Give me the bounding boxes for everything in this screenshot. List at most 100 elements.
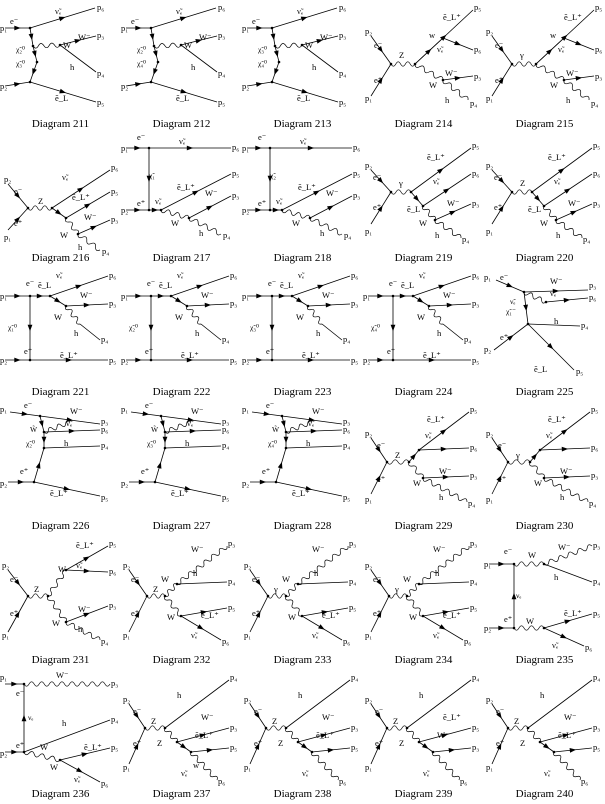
label-e2: e⁺ bbox=[254, 738, 262, 748]
line-in-1-arrow bbox=[377, 177, 384, 184]
boson-w bbox=[153, 42, 182, 49]
label-a: h bbox=[298, 690, 303, 700]
label-e1: e⁻ bbox=[131, 16, 139, 26]
label-d: h bbox=[70, 62, 75, 72]
label-prop2: χ̃₄⁰ bbox=[137, 59, 146, 68]
line-out-b bbox=[418, 581, 470, 585]
line-mid-arrow bbox=[410, 453, 417, 460]
mom-3: p₅ bbox=[472, 722, 479, 732]
line-out-h bbox=[321, 323, 343, 341]
mom-3: p₆ bbox=[595, 44, 602, 54]
boson-out-a bbox=[176, 545, 228, 585]
label-e1: e⁻ bbox=[377, 440, 385, 450]
line-in-2-arrow bbox=[375, 743, 381, 750]
mom-3: p₄ bbox=[228, 576, 235, 586]
mom-0: p₁ bbox=[242, 143, 249, 153]
mom-5: p₆ bbox=[101, 778, 108, 788]
line-in-1-arrow bbox=[256, 293, 263, 299]
mom-4: p₄ bbox=[343, 440, 350, 450]
label-boson: Z bbox=[151, 716, 156, 726]
line-mid-arrow bbox=[546, 48, 553, 55]
vertex-3 bbox=[554, 218, 558, 222]
mom-2: p₆ bbox=[111, 162, 118, 172]
vertex-0 bbox=[143, 726, 147, 730]
mom-4: p₅ bbox=[470, 602, 477, 612]
mom-0: p₁ bbox=[484, 272, 491, 282]
prop-1-arrow bbox=[28, 33, 34, 41]
mom-4: p₃ bbox=[111, 214, 118, 224]
line-out-d-arrow bbox=[449, 210, 456, 216]
boson-w bbox=[43, 420, 71, 434]
line-in-2-arrow bbox=[255, 207, 262, 213]
label-e1: e⁻ bbox=[133, 706, 141, 716]
label-boson: γ bbox=[515, 450, 520, 460]
label-a: h bbox=[419, 690, 424, 700]
boson-w2 bbox=[285, 595, 303, 617]
mom-1: p₂ bbox=[484, 623, 491, 633]
line-out-h bbox=[59, 44, 97, 73]
line-in-2-arrow bbox=[134, 207, 141, 213]
line-in-1-arrow bbox=[133, 712, 139, 719]
line-out-d-arrow bbox=[454, 76, 462, 81]
mom-5: p₅ bbox=[230, 355, 237, 365]
mom-3: p₃ bbox=[109, 298, 116, 308]
line-out-c-arrow bbox=[563, 474, 571, 480]
label-b: W bbox=[40, 742, 48, 752]
line-in-2-arrow bbox=[14, 216, 21, 223]
vertex-1 bbox=[149, 358, 153, 362]
mom-4: p₃ bbox=[109, 600, 116, 610]
line-out-a-arrow bbox=[300, 16, 308, 22]
line-out-b-arrow bbox=[313, 190, 320, 196]
vertex-2 bbox=[58, 758, 62, 762]
mom-1: p₁ bbox=[365, 226, 372, 236]
mom-1: p₁ bbox=[365, 494, 372, 504]
vertex-4 bbox=[179, 43, 183, 47]
label-e2: e⁺ bbox=[375, 738, 383, 748]
mom-1: p₁ bbox=[365, 93, 372, 103]
mom-1: p₁ bbox=[486, 93, 493, 103]
mom-2: p₅ bbox=[591, 404, 598, 414]
prop-1-arrow bbox=[269, 324, 275, 332]
label-d: W⁻ bbox=[445, 68, 458, 78]
line-out-a-arrow bbox=[83, 556, 90, 562]
label-boson2: Z bbox=[520, 738, 525, 748]
label-d: W bbox=[417, 312, 425, 322]
boson-out-d bbox=[553, 751, 581, 781]
label-c: h bbox=[554, 572, 559, 582]
line-out-a bbox=[406, 679, 472, 729]
label-c: W⁻ bbox=[80, 290, 93, 300]
label-e2: e⁺ bbox=[20, 466, 28, 476]
label-e1: e⁻ bbox=[16, 688, 24, 698]
prop-2-arrow bbox=[152, 50, 158, 58]
mom-2: p₆ bbox=[218, 2, 225, 12]
line-out-e-arrow bbox=[81, 752, 89, 758]
label-b: W⁻ bbox=[201, 712, 214, 722]
line-out-e-arrow bbox=[59, 88, 67, 94]
vertex-1 bbox=[147, 208, 151, 212]
label-b: h bbox=[193, 568, 198, 578]
mom-1: p₂ bbox=[242, 355, 249, 365]
line-in-1-arrow bbox=[21, 411, 29, 416]
boson-s bbox=[27, 205, 53, 211]
mom-2: p₅ bbox=[472, 140, 479, 150]
vertex-2 bbox=[284, 446, 288, 450]
label-e2: e⁺ bbox=[252, 608, 260, 618]
line-in-2-arrow bbox=[13, 82, 21, 87]
mom-4: p₅ bbox=[593, 742, 600, 752]
line-mid-arrow bbox=[413, 195, 420, 202]
label-b: ν̃ₑ bbox=[550, 288, 557, 298]
mom-5: p₅ bbox=[576, 366, 583, 376]
line-out-a-arrow bbox=[77, 187, 84, 193]
line-out-c-arrow bbox=[83, 302, 91, 308]
label-boson: γ bbox=[398, 178, 403, 188]
label-c: W⁻ bbox=[320, 32, 333, 42]
line-out-a-arrow bbox=[561, 429, 568, 435]
label-e: W bbox=[540, 218, 548, 228]
